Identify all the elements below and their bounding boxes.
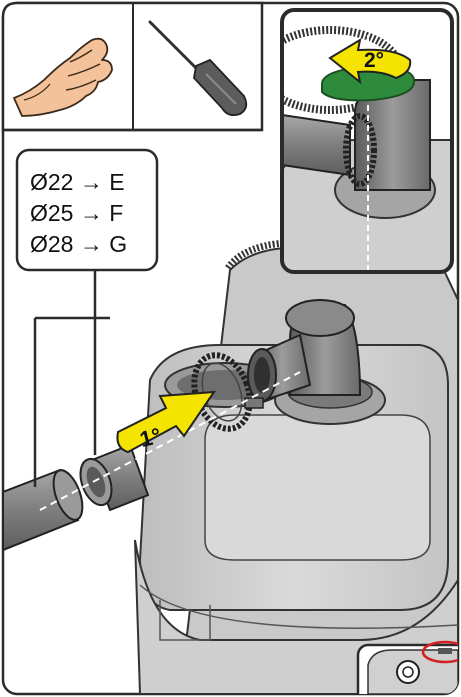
pipe-adapter (79, 443, 150, 512)
diameter-row-22: Ø22 → E (30, 169, 125, 195)
step2-arrow: 2° (321, 37, 416, 102)
diameter-row-25: Ø25 → F (30, 200, 123, 226)
hand-icon (13, 37, 113, 117)
screwdriver-icon (148, 20, 248, 117)
step2-label: 2° (364, 49, 384, 72)
diameter-table: Ø22 → E Ø25 → F Ø28 → G (15, 148, 159, 487)
diameter-row-28: Ø28 → G (30, 231, 127, 257)
alignment-axis (39, 371, 301, 511)
step1-arrow: 1° (116, 390, 216, 454)
detail-inset (356, 640, 458, 694)
elbow-fitting (247, 299, 362, 402)
